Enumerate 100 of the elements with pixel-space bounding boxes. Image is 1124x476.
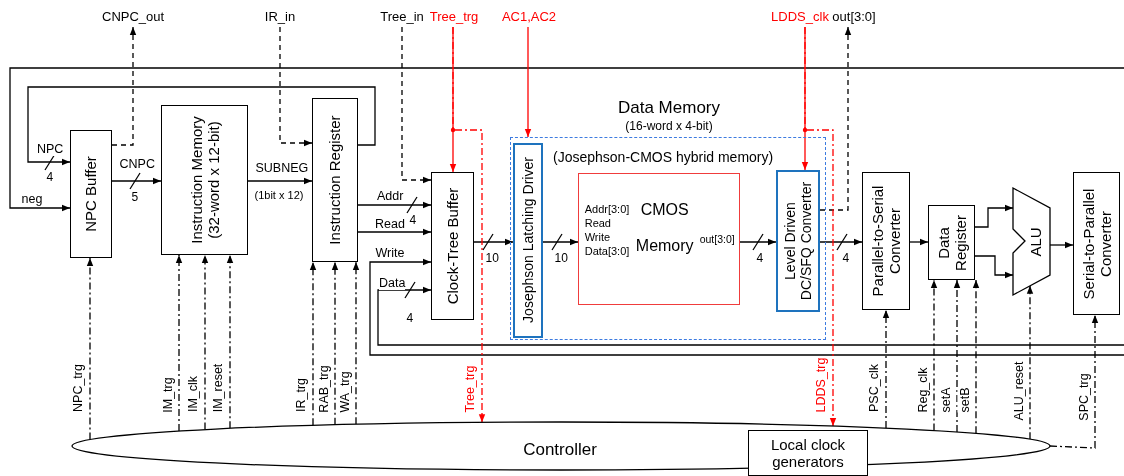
block-label: Controller	[523, 440, 597, 460]
arrow	[369, 258, 1124, 356]
arrow	[309, 261, 317, 426]
port-label: Addr[3:0]	[584, 202, 630, 215]
port-label: Data[3:0]	[584, 244, 630, 257]
converter-box	[775, 169, 820, 312]
bus-width-label: 4	[842, 251, 850, 265]
arrow	[279, 26, 313, 147]
memory-title: CMOS Memory	[634, 199, 695, 257]
generator-box	[748, 430, 868, 476]
edge-label: IR_trg	[294, 378, 308, 412]
region-subtitle: (Josephson-CMOS hybrid memory)	[553, 149, 774, 165]
edge-label: IM_trg	[160, 376, 175, 413]
edge-label: CNPC	[119, 157, 155, 171]
arrow	[819, 26, 852, 211]
edge-label: setB	[957, 387, 971, 412]
edge-label: IM_reset	[210, 363, 225, 412]
arrow	[1026, 285, 1034, 440]
memory-box	[577, 172, 740, 305]
bus-width-label: 4	[46, 170, 54, 184]
arrow	[542, 238, 579, 246]
arrow	[401, 26, 432, 184]
process-box	[70, 130, 112, 258]
arrow	[27, 86, 376, 166]
memory-box	[161, 105, 248, 255]
edge-label: SUBNEG	[255, 161, 309, 175]
bus-width-label: 4	[406, 311, 414, 325]
arrow	[953, 279, 961, 433]
arrow	[247, 177, 313, 185]
signal-label: Tree_trg	[429, 9, 479, 27]
register-box	[312, 98, 358, 262]
arrow	[882, 309, 890, 429]
arrow	[226, 254, 234, 429]
arrow	[377, 286, 1124, 346]
edge-label: Data	[379, 276, 406, 290]
signal-label: out[3:0]	[832, 9, 876, 27]
arrow	[86, 257, 94, 441]
block-label: Parallel-to-Serial Converter	[868, 184, 904, 299]
arrow	[111, 26, 137, 146]
arrow	[524, 26, 532, 138]
block-label: Serial-to-Parallel Converter	[1079, 187, 1114, 301]
edge-label: NPC_trg	[70, 364, 85, 412]
signal-label: IR_in	[263, 9, 297, 27]
edge-label: ALU_reset	[1011, 360, 1026, 421]
alu-symbol	[1013, 188, 1050, 295]
arrow	[352, 261, 360, 425]
bus-width-label: (1bit x 12)	[254, 189, 304, 201]
arrow	[201, 254, 209, 431]
region-subtitle: (16-word x 4-bit)	[625, 119, 713, 133]
port-label: Read	[584, 216, 611, 229]
port-label: out[3:0]	[699, 232, 735, 245]
arrow	[175, 254, 183, 432]
bus-width-label: 10	[554, 251, 568, 265]
arrow	[819, 238, 863, 246]
edge-label: LDDS_trg	[813, 357, 828, 412]
arrow	[972, 279, 980, 434]
edge-label: WA_trg	[337, 370, 352, 413]
edge-label: setA	[938, 387, 952, 412]
block-label: Local clock generators	[769, 436, 847, 470]
edge-label: RAB_trg	[316, 364, 331, 413]
bus-width-label: 4	[409, 213, 417, 227]
arrow	[804, 26, 837, 427]
arrow	[1049, 314, 1099, 449]
arrow	[473, 238, 514, 246]
arrow	[930, 279, 938, 432]
edge-label: IM_clk	[186, 375, 201, 413]
edge-label: Addr	[377, 189, 404, 203]
edge-label: Read	[375, 217, 405, 231]
arrow	[331, 261, 339, 426]
converter-box	[862, 172, 910, 310]
buffer-box	[431, 172, 474, 320]
block-label: Instruction Register	[326, 114, 344, 247]
signal-label: AC1,AC2	[501, 9, 557, 27]
edge-label: Reg_clk	[915, 366, 930, 413]
block-label: NPC Buffer	[82, 155, 100, 234]
block-label: Josephson Latching Driver	[519, 156, 536, 326]
block-label: Data Register	[934, 213, 969, 273]
edge-label: NPC	[37, 142, 64, 156]
arrow	[974, 204, 1014, 228]
converter-box	[1073, 172, 1120, 315]
arrow	[974, 255, 1014, 279]
port-label: Write	[584, 230, 611, 243]
arrow	[9, 67, 1124, 212]
signal-label: LDDS_clk	[770, 9, 830, 27]
arrow	[452, 26, 486, 423]
block-label: ALU	[1027, 225, 1045, 259]
bus-width-label: 4	[756, 251, 764, 265]
block-label: (32-word x 12-bit)	[204, 121, 222, 241]
register-box	[928, 205, 975, 280]
bus-width-label: 5	[131, 190, 139, 204]
block-label: Clock-Tree Buffer	[443, 186, 462, 307]
arrow	[909, 238, 929, 246]
arrow	[111, 177, 162, 185]
region-title: Data Memory	[618, 98, 720, 118]
edge-label: SPC_trg	[1076, 372, 1091, 421]
arrow	[739, 238, 777, 246]
bus-width-label: 10	[485, 251, 499, 265]
arrow	[357, 228, 432, 236]
edge-label: Tree_trg	[462, 365, 477, 412]
edge-label: PSC_clk	[866, 364, 881, 412]
